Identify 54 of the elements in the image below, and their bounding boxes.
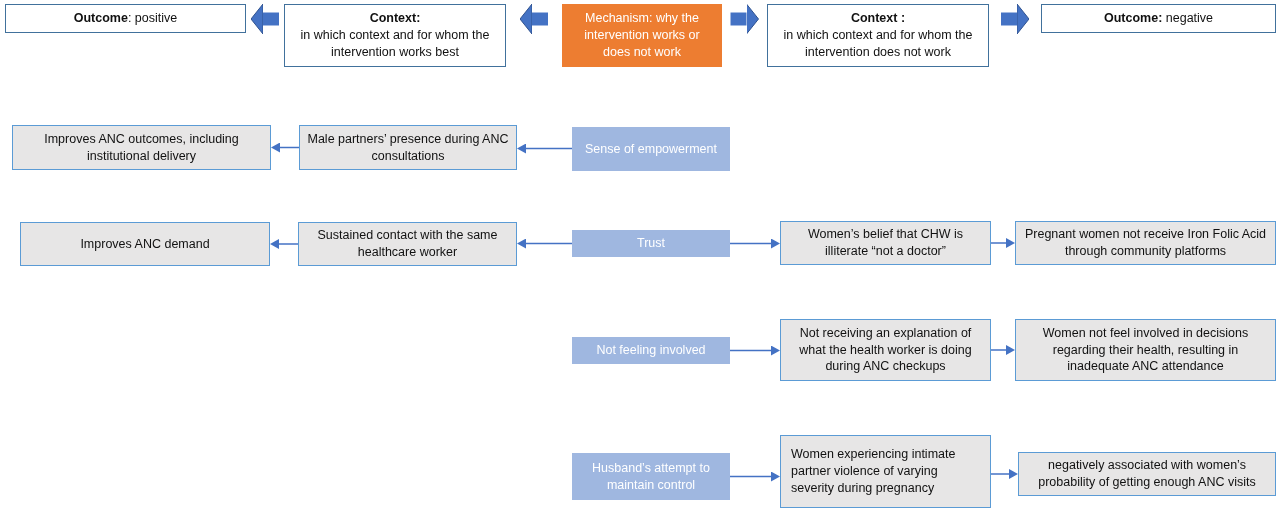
box-text: Male partners’ presence during ANC consultations [306, 130, 510, 165]
box-text: Trust [637, 235, 665, 252]
box-text: Outcome: positive [73, 10, 178, 27]
box-text: Not receiving an explanation of what the health worker is doing during ANC checkups [798, 324, 973, 376]
process-box [1015, 221, 1276, 265]
box-text: Improves ANC outcomes, including institutional delivery [43, 130, 240, 165]
header-box [1041, 4, 1276, 33]
block-arrow [730, 3, 759, 35]
box-text: Pregnant women not receive Iron Folic Acid through community platforms [1023, 226, 1268, 260]
process-box [12, 125, 271, 170]
arrow [990, 238, 1015, 248]
process-box [299, 125, 517, 170]
box-heading: Context: [369, 10, 421, 28]
mechanism-header-box [562, 4, 722, 67]
process-box [780, 319, 991, 381]
process-box [1018, 452, 1276, 496]
box-text: negatively associated with women’s probability of getting enough ANC visits [1037, 457, 1257, 491]
header-box [284, 4, 506, 67]
header-box [767, 4, 989, 67]
mechanism-box [572, 453, 730, 500]
arrow [517, 143, 573, 154]
box-text: Sustained contact with the same healthcare worker [316, 227, 499, 261]
box-text: Women’s belief that CHW is illiterate “not a doctor” [806, 226, 965, 260]
mechanism-box [572, 337, 730, 364]
box-heading: Context : [850, 10, 906, 28]
box-text: Sense of empowerment [585, 140, 717, 158]
box-text: Improves ANC demand [80, 235, 210, 253]
box-text: Women not feel involved in decisions regarding their health, resulting in inadequate ANC attendance [1041, 324, 1250, 376]
arrow [517, 238, 573, 249]
arrow [990, 469, 1018, 479]
mechanism-box [572, 127, 730, 171]
box-text: in which context and for whom the intervention works best [299, 27, 491, 61]
box-text: Not feeling involved [596, 342, 706, 359]
header-box [5, 4, 246, 33]
arrow [271, 142, 300, 153]
box-text: Outcome: negative [1103, 10, 1214, 27]
process-box [780, 435, 991, 508]
box-text: Women experiencing intimate partner violence of varying severity during pregnancy [791, 446, 957, 497]
box-text: Husband’s attempt to maintain control [591, 459, 711, 494]
process-box [1015, 319, 1276, 381]
process-box [780, 221, 991, 265]
arrow [990, 345, 1015, 355]
arrow [729, 345, 780, 356]
block-arrow [1001, 3, 1030, 35]
box-text: in which context and for whom the intervention does not work [782, 27, 974, 61]
block-arrow [250, 3, 279, 35]
arrow [729, 238, 780, 249]
process-box [298, 222, 517, 266]
mechanism-box [572, 230, 730, 257]
box-text: Mechanism: why the intervention works or does not work [583, 10, 701, 61]
arrow [270, 239, 299, 249]
arrow [729, 471, 780, 482]
block-arrow [519, 3, 548, 35]
process-box [20, 222, 270, 266]
